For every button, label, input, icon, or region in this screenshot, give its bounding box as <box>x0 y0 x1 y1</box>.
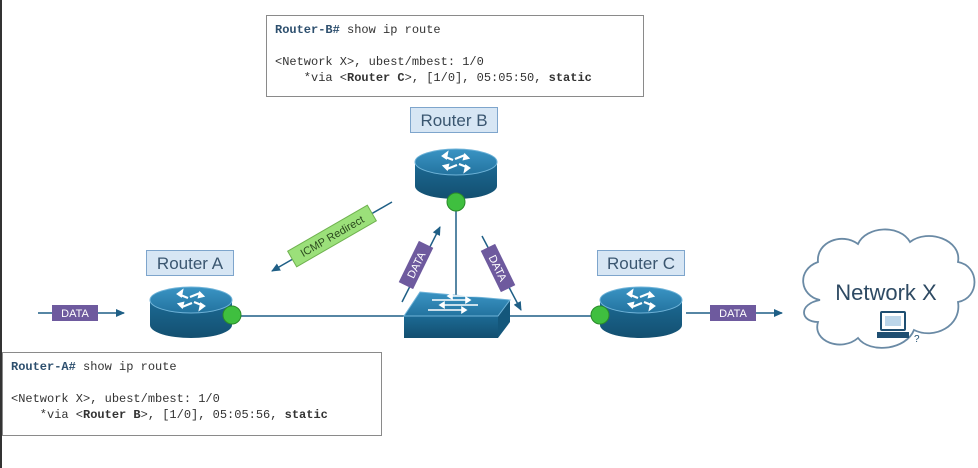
cli-a-command: show ip route <box>75 360 177 374</box>
cli-b-route-line: <Network X>, ubest/mbest: 1/0 <box>275 55 484 69</box>
cli-b-via-hop: Router C <box>347 71 405 85</box>
cli-b-command: show ip route <box>339 23 441 37</box>
cli-a-command-line: Router-A# show ip route <box>11 359 373 375</box>
router-a-icon[interactable] <box>149 286 242 338</box>
data-tag-outbound-text: DATA <box>719 308 747 320</box>
router-b-route-table: Router-B# show ip route <Network X>, ube… <box>266 15 644 97</box>
router-b-icon[interactable] <box>414 148 498 212</box>
cli-b-via-line: *via <Router C>, [1/0], 05:05:50, static <box>275 70 635 86</box>
cli-b-command-line: Router-B# show ip route <box>275 22 635 38</box>
data-tag-to-b: DATA <box>398 240 434 290</box>
data-tag-outbound: DATA <box>710 305 756 321</box>
cli-a-route-line: <Network X>, ubest/mbest: 1/0 <box>11 392 220 406</box>
cli-a-prompt: Router-A# <box>11 360 76 374</box>
router-b-label: Router B <box>410 107 498 133</box>
cli-a-via-prefix: *via < <box>11 408 84 422</box>
data-tag-inbound: DATA <box>52 305 98 321</box>
cli-b-prompt: Router-B# <box>275 23 340 37</box>
unknown-host-mark: ? <box>914 334 920 345</box>
router-c-icon[interactable] <box>590 286 683 338</box>
router-a-label: Router A <box>146 250 234 276</box>
router-c-label: Router C <box>597 250 685 276</box>
cli-a-via-line: *via <Router B>, [1/0], 05:05:56, static <box>11 407 373 423</box>
cli-a-via-type: static <box>284 408 328 422</box>
icmp-redirect-tag: ICMP Redirect <box>286 204 378 268</box>
cli-b-via-prefix: *via < <box>275 71 348 85</box>
router-a-route-table: Router-A# show ip route <Network X>, ube… <box>2 352 382 436</box>
icmp-redirect-text: ICMP Redirect <box>299 214 367 260</box>
switch-icon[interactable] <box>403 291 511 338</box>
cli-b-via-type: static <box>548 71 592 85</box>
network-x-cloud[interactable]: Network X ? <box>802 228 976 349</box>
data-tag-from-b: DATA <box>480 243 516 293</box>
computer-icon: ? <box>877 311 920 345</box>
cli-a-via-suffix: >, [1/0], 05:05:56, <box>140 408 285 422</box>
cli-a-via-hop: Router B <box>83 408 141 422</box>
network-x-label: Network X <box>835 280 937 305</box>
data-tag-inbound-text: DATA <box>61 308 89 320</box>
left-border <box>0 0 2 468</box>
cli-b-via-suffix: >, [1/0], 05:05:50, <box>404 71 549 85</box>
